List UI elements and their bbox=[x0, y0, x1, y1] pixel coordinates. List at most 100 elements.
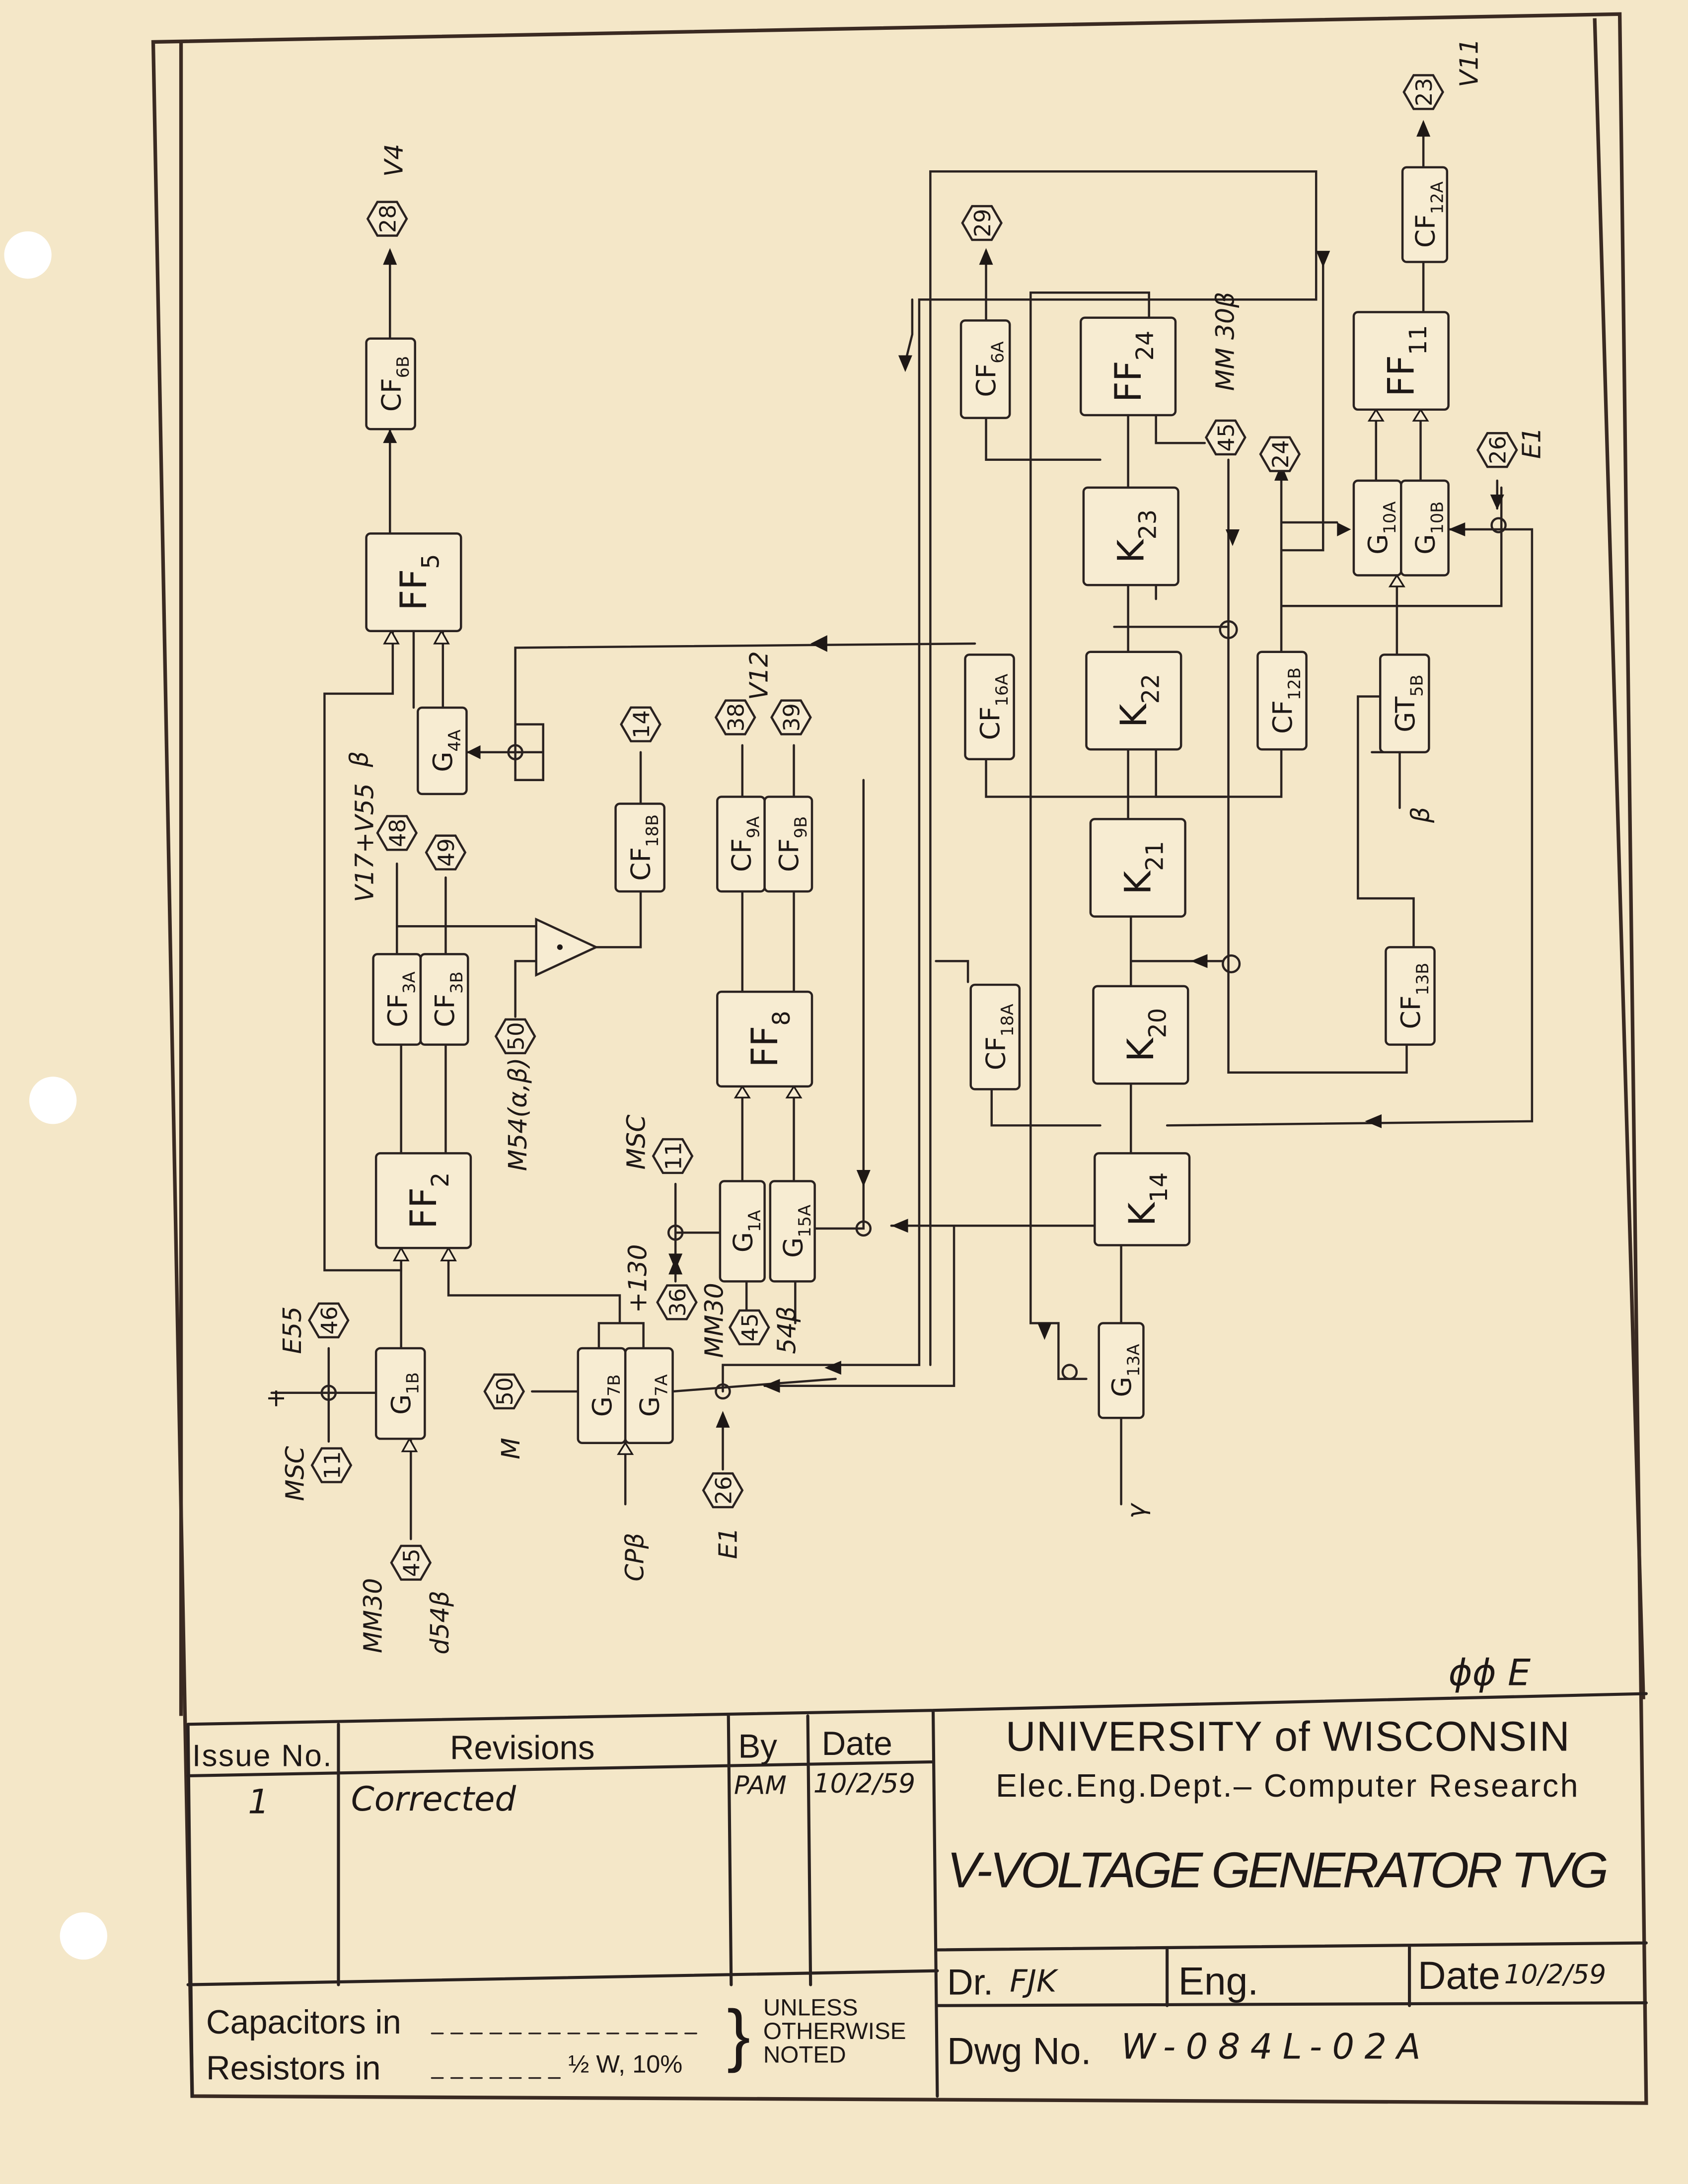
hexagon-icon bbox=[1259, 436, 1301, 472]
block-k23: K23 bbox=[1082, 486, 1179, 586]
connector-number: 23 bbox=[1411, 78, 1437, 106]
connector-49: 49 bbox=[425, 834, 467, 871]
block-label: K21 bbox=[1117, 841, 1169, 894]
connector-26: 26 bbox=[702, 1472, 744, 1509]
hexagon-icon bbox=[656, 1284, 698, 1320]
connector-number: 39 bbox=[779, 703, 805, 731]
block-ff8: FF8 bbox=[716, 990, 813, 1088]
signature: ϕϕ E bbox=[1449, 1652, 1531, 1694]
block-box bbox=[969, 983, 1021, 1091]
arrowheads bbox=[383, 120, 1504, 1455]
connector-number: 11 bbox=[319, 1451, 345, 1479]
signal-label-s54b: 54β bbox=[772, 1306, 801, 1354]
block-cf12b: CF12B bbox=[1256, 651, 1308, 751]
block-box bbox=[769, 1180, 816, 1283]
connector-number: 46 bbox=[316, 1306, 343, 1334]
signal-label-cpb: CPβ bbox=[620, 1533, 650, 1582]
block-box bbox=[964, 654, 1015, 760]
connector-46: 46 bbox=[307, 1302, 350, 1339]
signal-label-v17v55: V17+V55 bbox=[350, 783, 379, 902]
revision-text: Corrected bbox=[351, 1780, 517, 1819]
connector-45: 45 bbox=[1205, 419, 1247, 456]
block-ff24: FF24 bbox=[1080, 316, 1177, 417]
block-ff5: FF5 bbox=[365, 532, 462, 632]
block-g1a: G1A bbox=[719, 1180, 766, 1283]
block-label: G15A bbox=[778, 1205, 814, 1258]
block-box bbox=[1082, 486, 1179, 586]
drawing-title: V-VOLTAGE GENERATOR TVG bbox=[947, 1842, 1609, 1898]
block-label: CF6B bbox=[376, 356, 413, 412]
hexagon-icon bbox=[961, 205, 1003, 241]
inner-border bbox=[179, 18, 1645, 1716]
block-label: GT5B bbox=[1390, 674, 1427, 732]
hexagon-icon bbox=[390, 1544, 432, 1581]
block-label: G1A bbox=[728, 1210, 764, 1253]
block-label: CF16A bbox=[975, 674, 1012, 740]
signal-label-m54: M54(α,β) bbox=[503, 1058, 532, 1171]
block-label: CF6A bbox=[971, 341, 1008, 397]
issue-header: Issue No. bbox=[192, 1739, 331, 1773]
hexagon-icon bbox=[494, 1018, 536, 1054]
punch-hole bbox=[4, 231, 52, 279]
block-g4a: G4A bbox=[417, 706, 468, 796]
block-g13a: G13A bbox=[1098, 1322, 1145, 1419]
block-cf3a: CF3A bbox=[372, 953, 422, 1046]
signal-label-p130: +130 bbox=[623, 1244, 652, 1313]
brace: } bbox=[727, 1995, 750, 2073]
connector-28: 28 bbox=[366, 201, 408, 237]
hexagon-icon bbox=[366, 201, 408, 237]
block-box bbox=[763, 796, 813, 893]
block-g1b: G1B bbox=[374, 1347, 426, 1440]
issue-number: 1 bbox=[248, 1783, 269, 1821]
outer-border bbox=[151, 12, 1648, 2105]
block-cf16a: CF16A bbox=[964, 654, 1015, 760]
block-g7b: G7B bbox=[577, 1347, 627, 1444]
block-box bbox=[365, 337, 416, 431]
block-k21: K21 bbox=[1089, 818, 1186, 918]
block-box bbox=[1094, 1152, 1191, 1246]
unless-note: UNLESS bbox=[763, 1994, 858, 2021]
block-box bbox=[374, 1347, 426, 1440]
block-cf18a: CF18A bbox=[969, 983, 1021, 1091]
signal-label-beta4a: β bbox=[344, 751, 373, 768]
block-box bbox=[365, 532, 462, 632]
connector-number: 50 bbox=[492, 1377, 518, 1405]
block-label: FF5 bbox=[393, 554, 444, 610]
block-label: G4A bbox=[428, 729, 464, 772]
signal-label-msc2: MSC bbox=[280, 1446, 309, 1501]
hexagon-icon bbox=[702, 1472, 744, 1509]
connector-number: 26 bbox=[1485, 436, 1511, 464]
connector-number: 14 bbox=[628, 710, 655, 738]
block-label: FF24 bbox=[1107, 331, 1159, 403]
block-cf9a: CF9A bbox=[716, 796, 766, 893]
block-label: K20 bbox=[1120, 1008, 1172, 1062]
signal-label-beta5b: β bbox=[1405, 807, 1435, 823]
hexagon-icon bbox=[770, 699, 812, 735]
hexagon-icon bbox=[1402, 74, 1445, 110]
block-cf6a: CF6A bbox=[959, 319, 1011, 419]
amplifier-dot bbox=[557, 944, 563, 950]
block-box bbox=[716, 990, 813, 1088]
block-g7a: G7A bbox=[624, 1347, 674, 1444]
connector-23: 23 bbox=[1402, 74, 1445, 110]
block-label: CF12A bbox=[1410, 181, 1447, 248]
connector-50: 50 bbox=[494, 1018, 536, 1054]
connector-24: 24 bbox=[1259, 436, 1301, 472]
by-header: By bbox=[738, 1728, 777, 1765]
signal-label-e1b: E1 bbox=[714, 1528, 743, 1559]
date-header: Date bbox=[822, 1725, 892, 1762]
block-k20: K20 bbox=[1092, 985, 1189, 1085]
block-label: K23 bbox=[1110, 510, 1162, 563]
block-cf9b: CF9B bbox=[763, 796, 813, 893]
block-box bbox=[719, 1180, 766, 1283]
block-k22: K22 bbox=[1085, 651, 1182, 751]
block-label: FF11 bbox=[1381, 325, 1432, 397]
signal-label-v12: V12 bbox=[744, 651, 773, 700]
block-box bbox=[1089, 818, 1186, 918]
block-label: CF13B bbox=[1395, 963, 1432, 1029]
connector-39: 39 bbox=[770, 699, 812, 735]
hexagon-icon bbox=[483, 1373, 525, 1410]
block-label: CF9A bbox=[727, 816, 763, 872]
revision-date: 10/2/59 bbox=[813, 1768, 915, 1799]
